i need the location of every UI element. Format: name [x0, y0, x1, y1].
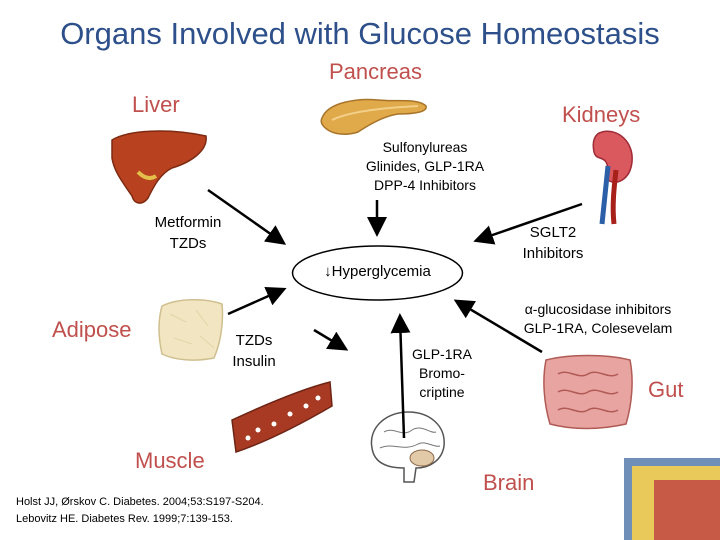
drug-line: Insulin — [232, 353, 276, 370]
reference-line: Holst JJ, Ørskov C. Diabetes. 2004;53:S1… — [16, 496, 264, 508]
arrow-muscle — [313, 328, 349, 351]
drug-line: Sulfonylureas — [382, 139, 468, 155]
drug-line: DPP-4 Inhibitors — [374, 177, 476, 193]
drug-line: GLP-1RA, Colesevelam — [523, 320, 673, 336]
drugs-adipose-muscle: TZDs Insulin — [218, 330, 290, 372]
arrow-gut — [453, 299, 543, 354]
drugs-pancreas: Sulfonylureas Glinides, GLP-1RA DPP-4 In… — [330, 138, 520, 195]
kidneys-illustration — [592, 130, 633, 225]
drug-line: TZDs — [169, 235, 207, 252]
drugs-kidneys: SGLT2 Inhibitors — [498, 222, 608, 264]
gut-illustration — [543, 354, 633, 430]
drug-line: α-glucosidase inhibitors — [524, 301, 672, 317]
drug-line: criptine — [419, 384, 465, 400]
drug-line: Glinides, GLP-1RA — [365, 158, 485, 174]
references: Holst JJ, Ørskov C. Diabetes. 2004;53:S1… — [16, 494, 264, 528]
drug-line: Metformin — [154, 214, 222, 231]
label-muscle: Muscle — [135, 448, 205, 473]
muscle-illustration — [231, 381, 333, 454]
hyperglycemia-label: ↓Hyperglycemia — [324, 263, 431, 280]
label-liver: Liver — [132, 92, 180, 117]
drugs-brain: GLP-1RA Bromo- criptine — [394, 345, 490, 402]
arrow-adipose — [227, 286, 287, 316]
arrow-kidneys — [473, 202, 583, 245]
corner-decoration — [624, 458, 720, 540]
drugs-liver: Metformin TZDs — [128, 212, 248, 254]
drug-line: TZDs — [235, 332, 273, 349]
reference-line: Lebovitz HE. Diabetes Rev. 1999;7:139-15… — [16, 513, 233, 525]
arrow-liver — [207, 188, 287, 245]
hyperglycemia-node: ↓Hyperglycemia — [290, 244, 465, 302]
label-gut: Gut — [648, 377, 684, 402]
slide-title: Organs Involved with Glucose Homeostasis — [60, 16, 660, 51]
drug-line: GLP-1RA — [412, 346, 472, 362]
drugs-gut: α-glucosidase inhibitors GLP-1RA, Colese… — [492, 300, 704, 338]
label-kidneys: Kidneys — [562, 102, 641, 127]
hyperglycemia-ellipse — [291, 245, 464, 301]
arrow-brain — [390, 313, 411, 439]
drug-line: Bromo- — [419, 365, 465, 381]
label-pancreas: Pancreas — [329, 59, 422, 84]
label-brain: Brain — [483, 470, 535, 495]
drug-line: Inhibitors — [522, 245, 584, 262]
label-adipose: Adipose — [52, 317, 132, 342]
adipose-illustration — [158, 299, 224, 361]
brain-illustration — [370, 411, 445, 483]
liver-illustration — [111, 130, 207, 204]
drug-line: SGLT2 — [529, 224, 577, 241]
pancreas-illustration — [320, 98, 427, 135]
